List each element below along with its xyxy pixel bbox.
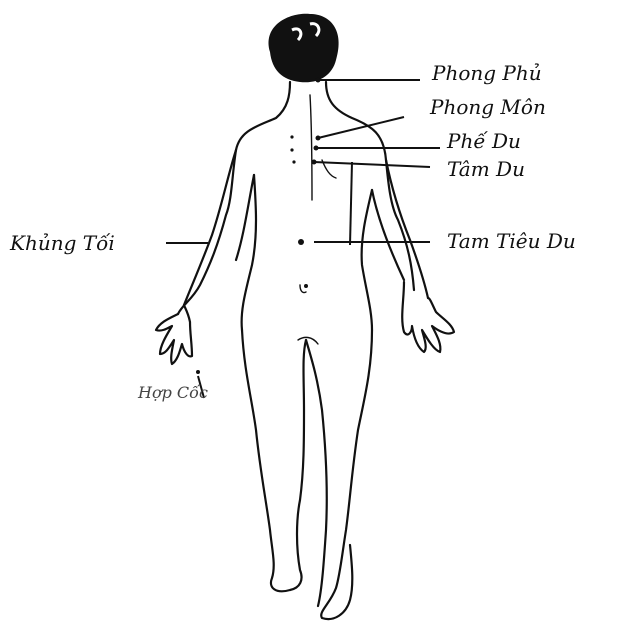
right-hand [402, 282, 454, 352]
label-hop-coc: Hợp Cốc [138, 385, 208, 401]
label-khung-toi: Khủng Tối [10, 233, 115, 253]
right-arm [386, 160, 428, 298]
label-phe-du: Phế Du [447, 131, 521, 151]
point-hop-coc [196, 370, 200, 374]
right-leg [321, 330, 372, 619]
torso-right [362, 190, 372, 330]
hair [269, 14, 339, 83]
leader-phong-mon [318, 117, 404, 138]
label-tam-tieu-du: Tam Tiêu Du [447, 231, 576, 251]
leader-tam-du [314, 162, 430, 167]
left-arm [184, 150, 236, 305]
label-phong-mon: Phong Môn [430, 97, 546, 117]
point-tam-tieu-du [298, 239, 304, 245]
left-hand [156, 305, 192, 364]
label-phong-phu: Phong Phủ [432, 63, 542, 83]
left-leg [242, 330, 306, 591]
label-tam-du: Tâm Du [447, 159, 525, 179]
